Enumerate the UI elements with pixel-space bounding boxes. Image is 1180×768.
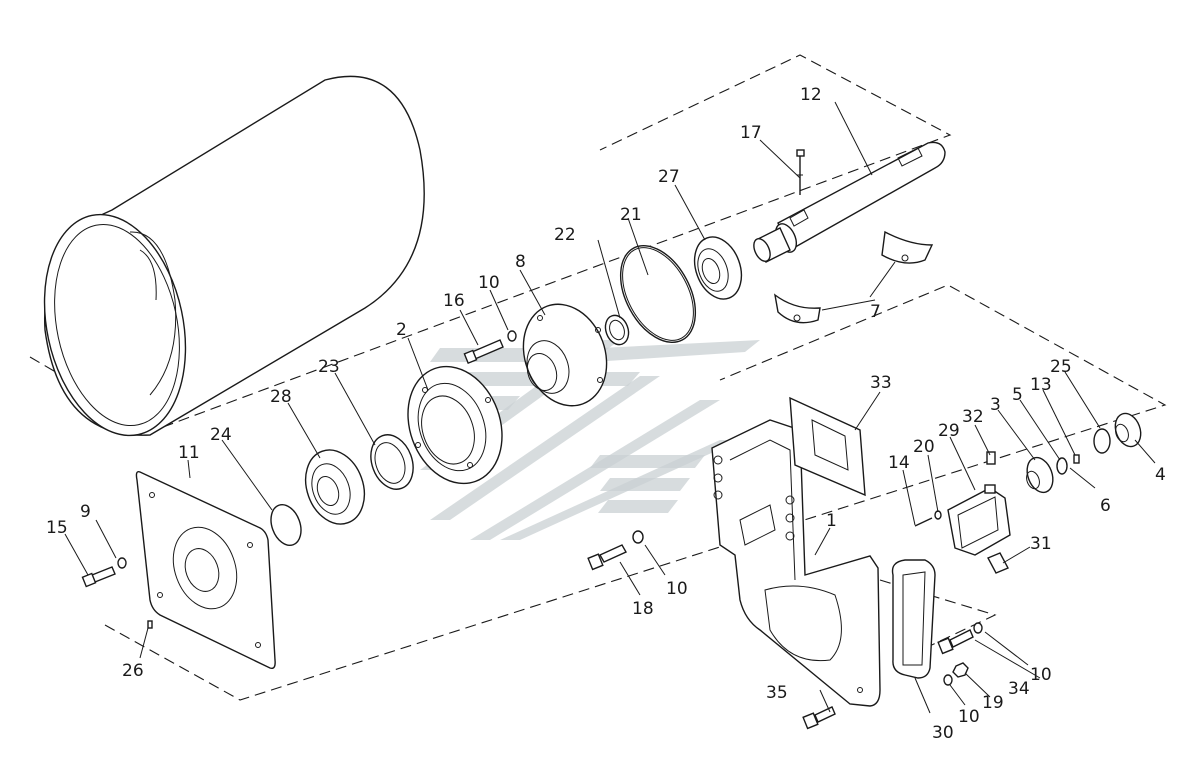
housing-2 [407, 365, 503, 485]
snap-ring-24 [270, 503, 302, 547]
bushing-4 [1114, 412, 1142, 448]
callout-19: 19 [982, 693, 1004, 713]
callout-10-middle: 10 [666, 579, 688, 599]
bearing-half-7-upper [881, 230, 934, 264]
bolt-16 [463, 339, 504, 365]
bracket-1 [711, 419, 881, 707]
washer-9 [117, 557, 127, 569]
hydraulic-motor-29 [947, 484, 1011, 556]
leader-lines [64, 101, 1156, 714]
callout-29: 29 [938, 421, 960, 441]
callout-3: 3 [990, 395, 1001, 415]
upper-assembly-dashed-boundary [29, 54, 952, 431]
ring-5 [1056, 457, 1068, 475]
callout-7: 7 [870, 302, 881, 322]
callout-34: 34 [1008, 679, 1030, 699]
callout-16: 16 [443, 291, 465, 311]
callout-26: 26 [122, 661, 144, 681]
callout-9: 9 [80, 502, 91, 522]
gasket-33 [789, 396, 866, 497]
bearing-28 [304, 449, 366, 525]
callout-2: 2 [396, 320, 407, 340]
key-13 [1073, 454, 1080, 464]
callout-5: 5 [1012, 385, 1023, 405]
callout-20: 20 [913, 437, 935, 457]
callout-24: 24 [210, 425, 232, 445]
fitting-31 [987, 552, 1009, 574]
callout-10-upper: 10 [478, 273, 500, 293]
flange-8 [522, 303, 608, 407]
bolt-17 [796, 149, 805, 195]
fitting-32 [986, 451, 996, 465]
callout-1: 1 [826, 511, 837, 531]
cover-30 [891, 559, 936, 679]
callout-10-right-lower: 10 [958, 707, 980, 727]
callout-25: 25 [1050, 357, 1072, 377]
callout-13: 13 [1030, 375, 1052, 395]
bolt-14 [914, 517, 933, 527]
pin-26 [147, 620, 153, 629]
snap-ring-25 [1093, 428, 1111, 454]
coupling-3 [1026, 456, 1054, 494]
nut-19 [952, 662, 969, 678]
washer-10-upper [507, 330, 517, 342]
plate-11 [135, 470, 276, 670]
bolt-18 [587, 544, 627, 571]
callout-32: 32 [962, 407, 984, 427]
callout-4: 4 [1155, 465, 1166, 485]
callout-28: 28 [270, 387, 292, 407]
callout-18: 18 [632, 599, 654, 619]
callout-30: 30 [932, 723, 954, 743]
shaft-12 [753, 141, 946, 263]
callout-labels: 12 17 27 21 22 8 10 16 2 23 28 24 11 9 1… [46, 85, 1166, 743]
washer-10-right-upper [973, 622, 983, 634]
callout-21: 21 [620, 205, 642, 225]
callout-17: 17 [740, 123, 762, 143]
lower-assembly-dashed-boundary [104, 284, 1167, 701]
callout-23: 23 [318, 357, 340, 377]
washer-20 [934, 510, 942, 520]
callout-27: 27 [658, 167, 680, 187]
bolt-34 [937, 629, 974, 655]
callout-35: 35 [766, 683, 788, 703]
callout-11: 11 [178, 443, 200, 463]
callout-14: 14 [888, 453, 910, 473]
callout-8: 8 [515, 252, 526, 272]
callout-22: 22 [554, 225, 576, 245]
bearing-half-7-lower [774, 293, 821, 324]
callout-6: 6 [1100, 496, 1111, 516]
bolt-35 [802, 706, 836, 730]
callout-12: 12 [800, 85, 822, 105]
bearing-27 [693, 236, 743, 300]
washer-10-right-lower [943, 674, 953, 686]
bolt-15 [81, 566, 116, 588]
drum-shell [43, 75, 425, 437]
o-ring-21 [619, 244, 697, 344]
callout-15: 15 [46, 518, 68, 538]
callout-31: 31 [1030, 534, 1052, 554]
callout-10-right-upper: 10 [1030, 665, 1052, 685]
washer-10-middle [632, 530, 644, 544]
callout-33: 33 [870, 373, 892, 393]
